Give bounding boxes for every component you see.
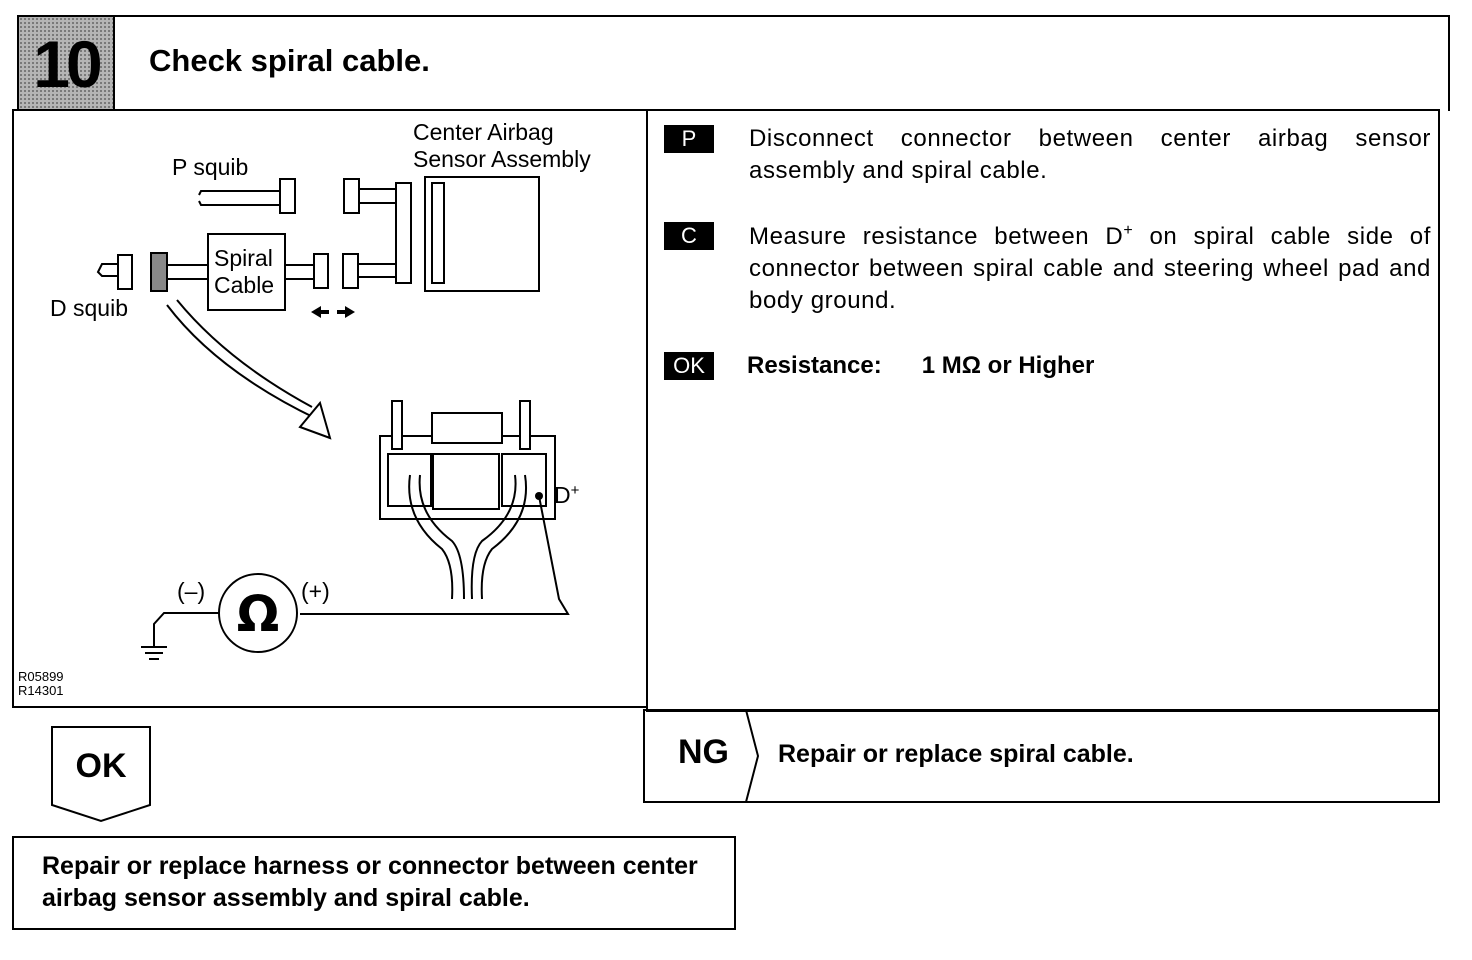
spec-value: 1 MΩ or Higher (921, 352, 1095, 379)
probe-wire (300, 495, 570, 615)
p-sensor-plug (343, 178, 360, 214)
resistance-spec: Resistance: 1 MΩ or Higher (747, 350, 1094, 382)
ok-pentagon (51, 726, 151, 823)
ref-code: R14301 (18, 683, 64, 698)
spec-label: Resistance: (747, 352, 882, 379)
label-d-squib: D squib (50, 295, 128, 321)
ok-action: Repair or replace harness or connector b… (42, 852, 698, 912)
ok-label: OK (75, 747, 127, 785)
label-center-airbag-1: Center Airbag (413, 119, 554, 145)
tag-ok: OK (664, 352, 714, 380)
hatched-connector (150, 252, 168, 292)
ng-label: NG (678, 733, 729, 771)
spiral-cable-diagram: Center Airbag Sensor Assembly P squib D … (50, 119, 591, 660)
ng-chevron (745, 709, 760, 803)
spiral-cable-box (207, 233, 286, 311)
step-title: Check spiral cable. (149, 43, 430, 78)
ok-action-box (12, 836, 736, 930)
ohm-symbol: Ω (237, 585, 280, 643)
instruction-c: Measure resistance between D+ on spiral … (749, 222, 1431, 315)
step-number-box (19, 17, 115, 111)
label-d-plus: D+ (554, 482, 580, 508)
ref-code: R05899 (18, 669, 64, 684)
ng-action: Repair or replace spiral cable. (778, 740, 1134, 768)
sensor-connector (395, 182, 412, 284)
label-center-airbag-2: Sensor Assembly (413, 146, 591, 172)
instructions-panel (646, 109, 1440, 712)
callout-arrow-line (166, 304, 318, 420)
label-spiral: Spiral (214, 245, 273, 271)
d-squib-plug (117, 254, 133, 290)
label-cable: Cable (214, 272, 274, 298)
p-squib-wire (198, 190, 281, 206)
label-p-squib: P squib (172, 154, 248, 180)
label-minus: (–) (177, 578, 205, 604)
instruction-p: Disconnect connector between center airb… (749, 125, 1431, 184)
tag-c: C (664, 222, 714, 250)
step-number: 10 (33, 27, 102, 101)
step-header: 10 Check spiral cable. (17, 15, 1450, 111)
ng-result-box (643, 709, 1440, 803)
reference-codes: R05899 R14301 (18, 670, 64, 698)
label-plus: (+) (301, 578, 330, 604)
spiral-cable-plug (313, 253, 329, 289)
p-squib-plug (279, 178, 296, 214)
tag-p: P (664, 125, 714, 153)
callout-arrowhead (298, 400, 332, 440)
